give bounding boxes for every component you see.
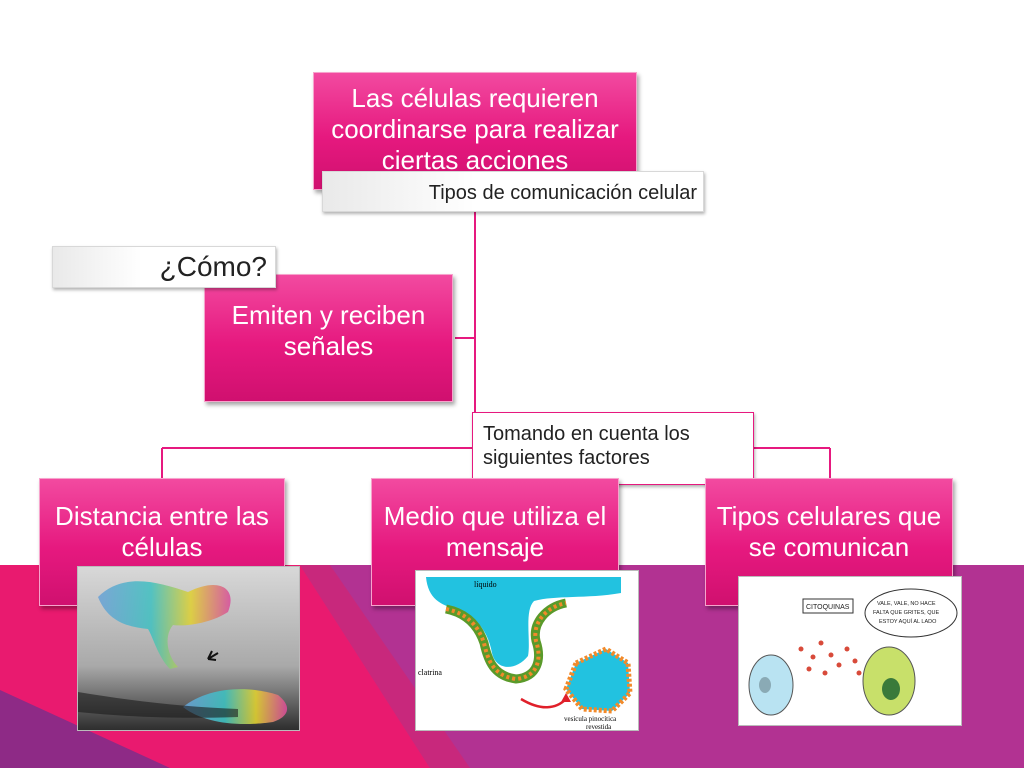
microscopy-cells-image xyxy=(77,566,300,731)
fig-cytokines-label: CITOQUINAS xyxy=(806,604,850,611)
fig-bubble-line-3: ESTOY AQUÍ AL LADO xyxy=(879,618,937,625)
pinocytosis-diagram-image: líquido clatrina vesícula pinocítica rev… xyxy=(415,570,639,731)
root-node-label: Las células requieren coordinarse para r… xyxy=(331,83,619,175)
child-node-label: Tipos celulares que se comunican xyxy=(716,501,942,562)
fig-vesicle-label-1: vesícula pinocítica xyxy=(564,715,617,723)
fig-bubble-line-2: FALTA QUE GRITES, QUE xyxy=(873,610,939,616)
how-tag-label: ¿Cómo? xyxy=(159,251,267,282)
fig-liquid-label: líquido xyxy=(474,580,497,589)
child-node-label: Distancia entre las células xyxy=(55,501,269,562)
factors-tag: Tomando en cuenta los siguientes factore… xyxy=(472,412,754,485)
child-node-label: Medio que utiliza el mensaje xyxy=(383,501,607,562)
root-tag: Tipos de comunicación celular xyxy=(322,171,704,212)
factors-tag-label: Tomando en cuenta los siguientes factore… xyxy=(483,423,690,469)
middle-node: Emiten y reciben señales xyxy=(204,274,453,402)
fig-vesicle-label-2: revestida xyxy=(586,723,612,731)
root-tag-label: Tipos de comunicación celular xyxy=(428,182,697,204)
cytokine-cartoon-image: CITOQUINAS VALE, VALE, NO HACE FALTA QUE… xyxy=(738,576,962,726)
fig-bubble-line-1: VALE, VALE, NO HACE xyxy=(877,601,936,607)
how-tag: ¿Cómo? xyxy=(52,246,276,288)
middle-node-label: Emiten y reciben señales xyxy=(231,300,426,361)
fig-clathrin-label: clatrina xyxy=(418,668,442,677)
root-node: Las células requieren coordinarse para r… xyxy=(313,72,637,190)
